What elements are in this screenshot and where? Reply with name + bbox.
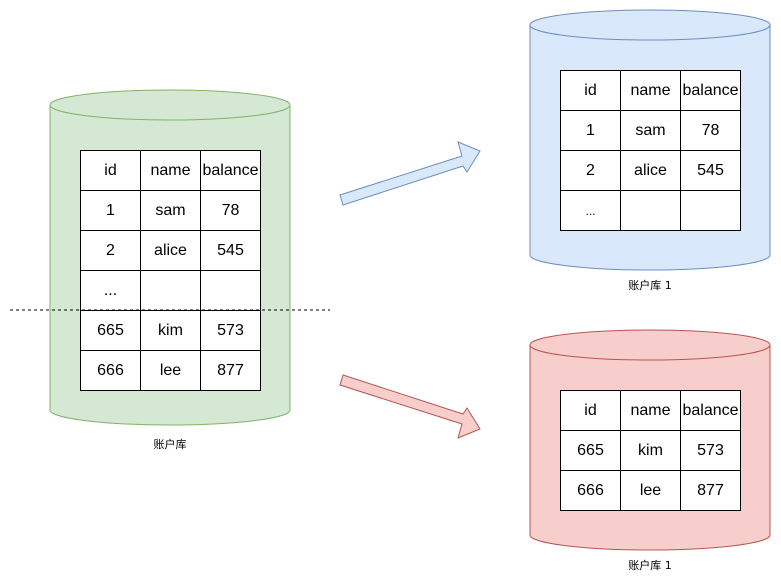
table-cell: 545: [200, 230, 261, 271]
table-row: 2 alice 545: [80, 230, 261, 271]
table-header-row: id name balance: [80, 150, 261, 191]
table-cell: [680, 190, 741, 231]
table-cell: 573: [200, 310, 261, 351]
table-cell: 877: [680, 470, 741, 511]
table-cell: 666: [560, 470, 621, 511]
table-header-row: id name balance: [560, 390, 741, 431]
table-cell: kim: [140, 310, 201, 351]
table-cell: 2: [80, 230, 141, 271]
table-row: 1 sam 78: [80, 190, 261, 231]
table-row: 2 alice 545: [560, 150, 741, 191]
table-cell: 573: [680, 430, 741, 471]
table-cell: alice: [140, 230, 201, 271]
table-row: 665 kim 573: [560, 430, 741, 471]
source-db-caption: 账户库: [153, 438, 187, 451]
table-cell: 545: [680, 150, 741, 191]
header-cell: name: [140, 150, 201, 191]
table-cell: [620, 190, 681, 231]
source-table: id name balance 1 sam 78 2 alice 545 ...…: [80, 150, 261, 391]
table-cell: [140, 270, 201, 311]
header-cell: balance: [200, 150, 261, 191]
table-row: ...: [80, 270, 261, 311]
header-cell: id: [560, 390, 621, 431]
table-cell: lee: [620, 470, 681, 511]
table-row: 666 lee 877: [80, 350, 261, 391]
table-row: 665 kim 573: [80, 310, 261, 351]
table-cell: 877: [200, 350, 261, 391]
header-cell: balance: [680, 390, 741, 431]
table-cell: 666: [80, 350, 141, 391]
table-cell: kim: [620, 430, 681, 471]
shard1-table: id name balance 1 sam 78 2 alice 545 ...: [560, 70, 741, 231]
shard2-db-caption: 账户库 1: [628, 559, 672, 572]
table-cell: ...: [80, 270, 141, 311]
table-cell: 78: [200, 190, 261, 231]
table-row: 1 sam 78: [560, 110, 741, 151]
table-cell: 665: [560, 430, 621, 471]
table-cell: 2: [560, 150, 621, 191]
table-cell: sam: [620, 110, 681, 151]
table-cell: [200, 270, 261, 311]
header-cell: name: [620, 70, 681, 111]
table-cell: 78: [680, 110, 741, 151]
table-cell: 1: [80, 190, 141, 231]
table-header-row: id name balance: [560, 70, 741, 111]
table-cell: lee: [140, 350, 201, 391]
table-cell: 1: [560, 110, 621, 151]
shard2-table: id name balance 665 kim 573 666 lee 877: [560, 390, 741, 511]
header-cell: id: [560, 70, 621, 111]
table-row: 666 lee 877: [560, 470, 741, 511]
table-cell: ...: [560, 190, 621, 231]
header-cell: name: [620, 390, 681, 431]
table-cell: sam: [140, 190, 201, 231]
table-cell: 665: [80, 310, 141, 351]
shard1-db-caption: 账户库 1: [628, 279, 672, 292]
table-cell: alice: [620, 150, 681, 191]
header-cell: balance: [680, 70, 741, 111]
header-cell: id: [80, 150, 141, 191]
arrow-up-right-icon: [339, 141, 481, 206]
table-row: ...: [560, 190, 741, 231]
arrow-down-right-icon: [339, 374, 481, 439]
